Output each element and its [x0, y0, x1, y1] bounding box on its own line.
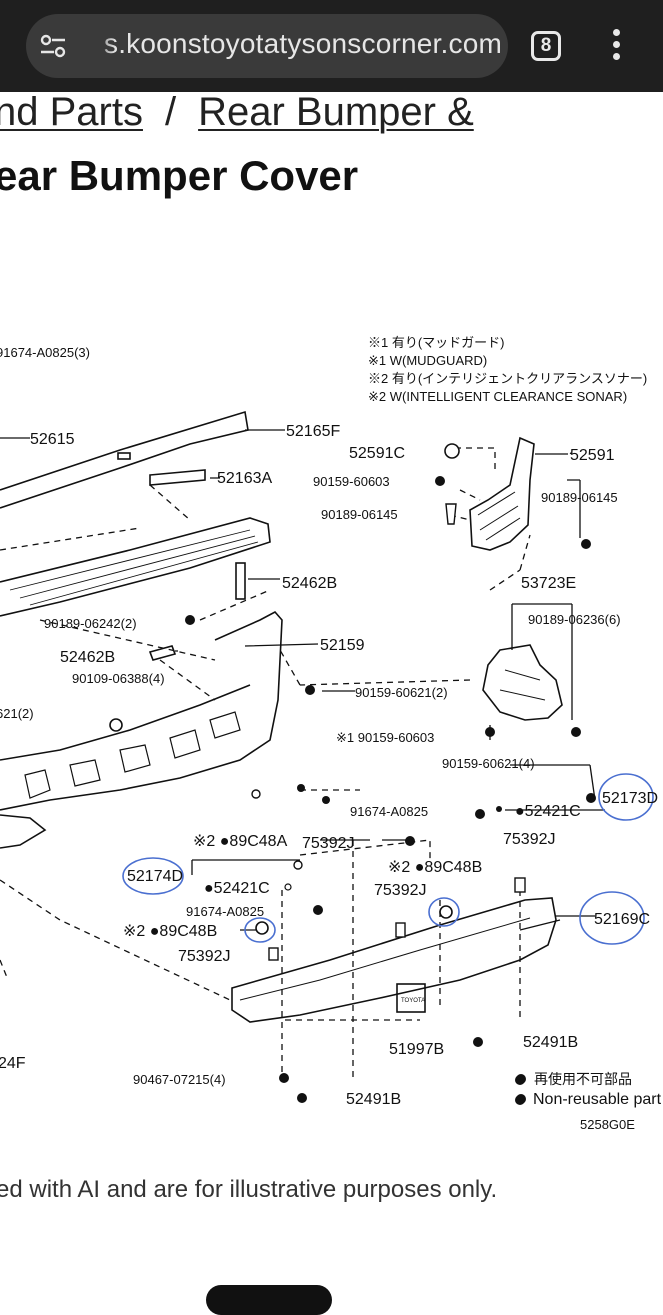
- part-label: 52491B: [523, 1034, 578, 1051]
- note-line: ※2 W(INTELLIGENT CLEARANCE SONAR): [368, 389, 627, 404]
- page-title: ear Bumper Cover: [0, 152, 359, 199]
- parts-diagram: ※1 有り(マッドガード) ※1 W(MUDGUARD) ※2 有り(インテリジ…: [0, 335, 662, 1132]
- part-label: 90467-07215(4): [133, 1072, 226, 1087]
- address-bar[interactable]: s.koonstoyotatysonscorner.com: [26, 14, 508, 78]
- part-label: 53723E: [521, 575, 576, 592]
- part-label: 51997B: [389, 1041, 444, 1058]
- emblem-text: TOYOTA: [401, 998, 425, 1004]
- bottom-action-pill[interactable]: [206, 1285, 332, 1315]
- more-menu-icon[interactable]: [610, 29, 622, 63]
- part-label: 52174D: [127, 868, 183, 885]
- legend-en: Non-reusable part: [533, 1091, 662, 1108]
- breadcrumb-link-rear-bumper[interactable]: Rear Bumper &: [198, 90, 474, 134]
- annotation-circle: [122, 857, 184, 895]
- note-line: ※2 有り(インテリジェントクリアランスソナー): [368, 371, 647, 386]
- part-label: ●52421C: [204, 880, 270, 897]
- note-line: ※1 W(MUDGUARD): [368, 353, 487, 368]
- part-label: 52591: [570, 447, 615, 464]
- part-label: 52163A: [217, 470, 272, 487]
- part-label: 90189-06145: [541, 490, 618, 505]
- part-label: 52462B: [282, 575, 337, 592]
- part-label: ※1 90159-60603: [336, 730, 434, 745]
- breadcrumb: nd Parts / Rear Bumper &: [0, 90, 474, 135]
- note-line: ※1 有り(マッドガード): [368, 335, 505, 350]
- part-label: 75392J: [178, 948, 231, 965]
- breadcrumb-link-parts[interactable]: nd Parts: [0, 90, 143, 134]
- tab-switcher-button[interactable]: 8: [531, 31, 561, 61]
- part-label: 52165F: [286, 423, 340, 440]
- ai-disclaimer-caption: ed with AI and are for illustrative purp…: [0, 1176, 498, 1203]
- part-label: 24F: [0, 1055, 26, 1072]
- part-label: 52462B: [60, 649, 115, 666]
- part-label: ※2 ●89C48A: [193, 833, 288, 850]
- annotation-circle: [579, 891, 645, 945]
- url-fade: [68, 14, 116, 78]
- url-text: s.koonstoyotatysonscorner.com: [104, 28, 502, 59]
- part-label: 90159-60621(2): [355, 685, 448, 700]
- part-label: 52173D: [602, 790, 658, 807]
- part-label: 90189-06236(6): [528, 612, 621, 627]
- diagram-code: 5258G0E: [580, 1117, 635, 1132]
- part-label: 52591C: [349, 445, 405, 462]
- legend-dot: [516, 1074, 526, 1084]
- part-label: 75392J: [302, 835, 355, 852]
- part-label: 90189-06242(2): [44, 616, 137, 631]
- site-settings-icon[interactable]: [40, 34, 66, 58]
- part-label: 52169C: [594, 911, 650, 928]
- part-label: 90159-60621(4): [442, 756, 535, 771]
- browser-toolbar: s.koonstoyotatysonscorner.com 8: [0, 0, 663, 92]
- legend-dot: [516, 1094, 526, 1104]
- part-label: 621(2): [0, 706, 34, 721]
- part-label: ※2 ●89C48B: [123, 923, 217, 940]
- part-label: 90109-06388(4): [72, 671, 165, 686]
- part-label: ※2 ●89C48B: [388, 859, 482, 876]
- part-label: 75392J: [374, 882, 427, 899]
- part-label: 91674-A0825(3): [0, 345, 90, 360]
- part-label: 91674-A0825: [350, 804, 428, 819]
- annotation-circle: [598, 773, 654, 821]
- annotation-circle: [244, 917, 276, 943]
- breadcrumb-separator: /: [164, 90, 177, 134]
- part-label: 52159: [320, 637, 365, 654]
- annotation-circle: [428, 897, 460, 927]
- part-label: 90159-60603: [313, 474, 390, 489]
- legend-jp: 再使用不可部品: [534, 1071, 632, 1087]
- part-label: ●52421C: [515, 803, 581, 820]
- part-label: 91674-A0825: [186, 904, 264, 919]
- part-label: 75392J: [503, 831, 556, 848]
- part-label: 90189-06145: [321, 507, 398, 522]
- part-label: 52615: [30, 431, 75, 448]
- part-label: 52491B: [346, 1091, 401, 1108]
